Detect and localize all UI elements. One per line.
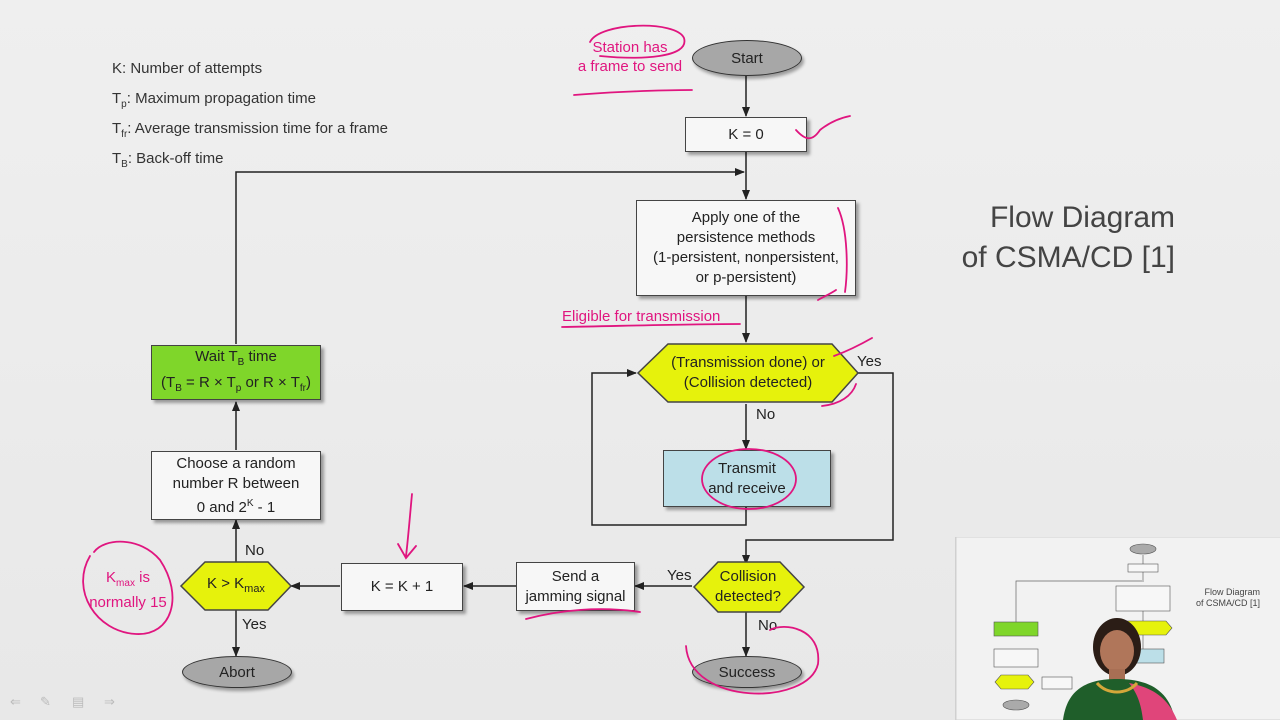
next-slide-icon[interactable]: ⇒ xyxy=(104,694,115,709)
edge-transmit-loop xyxy=(591,369,747,526)
pen-bracket-persistence xyxy=(817,207,848,301)
check-no-label: No xyxy=(756,406,776,423)
kmax-yes-label: Yes xyxy=(242,616,267,633)
legend-row: TB: Back-off time xyxy=(112,150,224,170)
start-node: Start xyxy=(692,40,802,76)
wait-box: Wait TB time (TB = R × Tp or R × Tfr) xyxy=(151,345,321,400)
eligible-annotation: Eligible for transmission xyxy=(562,308,721,325)
thumbnail-title: Flow Diagram of CSMA/CD [1] xyxy=(1196,587,1261,608)
edge-wait-loop xyxy=(235,168,745,344)
kmax-annotation: Kmax is normally 15 xyxy=(89,569,167,611)
pen-tool-icon[interactable]: ✎ xyxy=(40,694,51,709)
pen-underline-station xyxy=(573,89,693,96)
pen-circle-transmit xyxy=(701,448,797,510)
station-annotation: Station has a frame to send xyxy=(577,39,683,75)
slide-title: Flow Diagram of CSMA/CD [1] xyxy=(961,201,1175,274)
legend-row: Tp: Maximum propagation time xyxy=(112,90,316,110)
k-increment-box: K = K + 1 xyxy=(341,563,463,611)
edge-check-yes xyxy=(742,372,894,565)
check-yes-label: Yes xyxy=(857,353,882,370)
transmit-box: Transmit and receive xyxy=(663,450,831,507)
persistence-box: Apply one of the persistence methods (1-… xyxy=(636,200,856,296)
k-zero-box: K = 0 xyxy=(685,117,807,152)
pen-underline-eligible xyxy=(561,323,741,328)
collision-hexagon xyxy=(692,561,806,613)
legend-row: K: Number of attempts xyxy=(112,60,263,77)
prev-slide-icon[interactable]: ⇐ xyxy=(10,694,21,709)
collision-yes-label: Yes xyxy=(667,567,692,584)
collision-label: Collision detected? xyxy=(715,568,781,605)
presenter-figure xyxy=(1063,618,1177,720)
legend: K: Number of attempts Tp: Maximum propag… xyxy=(112,57,388,177)
kmax-hexagon xyxy=(179,561,293,611)
pen-marks-check xyxy=(821,337,873,407)
legend-row: Tfr: Average transmission time for a fra… xyxy=(112,120,388,140)
pen-arrow-kinc xyxy=(397,493,417,560)
random-box: Choose a random number R between 0 and 2… xyxy=(151,451,321,520)
presenter-thumbnail: Flow Diagram of CSMA/CD [1] xyxy=(955,537,1280,720)
pen-tick-k0 xyxy=(795,115,851,140)
pen-circle-kmax xyxy=(82,540,174,635)
abort-node: Abort xyxy=(182,656,292,688)
pen-circle-success xyxy=(685,626,819,695)
pen-underline-jam xyxy=(525,608,641,620)
menu-icon[interactable]: ▤ xyxy=(72,694,85,709)
kmax-no-label: No xyxy=(245,542,265,559)
check-hexagon xyxy=(636,343,860,403)
kmax-label: K > Kmax xyxy=(207,574,265,595)
check-label: (Transmission done) or (Collision detect… xyxy=(671,354,825,391)
pen-circle-station xyxy=(589,24,686,59)
